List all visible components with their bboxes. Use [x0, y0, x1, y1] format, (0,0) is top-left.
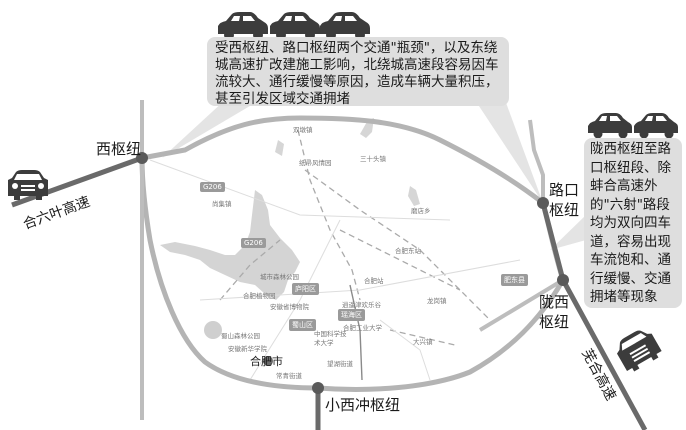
place-xiaoyaojin: 逍遥津欢乐谷: [342, 301, 381, 309]
place-modian: 磨店乡: [411, 207, 431, 215]
place-shangshu: 尚集镇: [212, 200, 232, 208]
callout-east-section: 陇西枢纽至路口枢纽段、除蚌合高速外的"六射"路段均为双向四车道，容易出现车流饱和…: [584, 138, 682, 308]
ring-road: [139, 115, 566, 392]
place-botanical: 合肥植物园: [243, 292, 276, 300]
place-hefei-station: 合肥站: [364, 277, 384, 285]
district-feidong: 肥东县: [501, 274, 528, 286]
car-icon-west: [8, 170, 48, 200]
place-daxing: 大兴镇: [413, 338, 433, 346]
place-wanghu: 望湖街道: [327, 360, 353, 368]
road-shield-g206-1: G206: [200, 182, 225, 192]
road-north-lukou: [528, 119, 545, 203]
lake-small-2: [275, 140, 284, 156]
district-yaohai: 瑶海区: [338, 309, 365, 321]
place-shushan-forest: 蜀山森林公园: [221, 332, 260, 340]
place-ustc: 中国科学技术大学: [314, 330, 347, 347]
railways: [219, 129, 491, 346]
label-west-interchange: 西枢纽: [96, 140, 142, 158]
place-shuangdun: 双墩镇: [293, 126, 313, 134]
place-longgang: 龙岗镇: [427, 297, 447, 305]
place-hefei-east-station: 合肥东站: [395, 247, 421, 255]
label-longxi-interchange: 陇西枢纽: [539, 293, 570, 331]
xiaoxichong-interchange-node: [312, 382, 324, 394]
metro-line: [349, 284, 363, 381]
car-icon-southeast: [617, 330, 662, 372]
callout-north-pointer-left: [162, 100, 260, 158]
district-luyang: 庐阳区: [292, 283, 319, 295]
minor-roads: [149, 159, 521, 381]
place-hefei-city: 合肥市: [250, 355, 283, 368]
road-shield-g206-2: G206: [241, 238, 266, 248]
place-scenic: 纸帚风情园: [299, 159, 332, 167]
place-sanshitou: 三十头镇: [360, 155, 386, 163]
lake-small-3: [408, 186, 420, 206]
callout-east-pointer: [550, 215, 586, 250]
district-shushan: 蜀山区: [289, 319, 316, 331]
callout-east-text: 陇西枢纽至路口枢纽段、除蚌合高速外的"六射"路段均为双向四车道，容易出现车流饱和…: [590, 141, 671, 305]
callout-north-bypass: 受西枢纽、路口枢纽两个交通"瓶颈"，以及东绕城高速扩改建施工影响，北绕城高速段容…: [207, 37, 509, 107]
callout-north-text: 受西枢纽、路口枢纽两个交通"瓶颈"，以及东绕城高速扩改建施工影响，北绕城高速段容…: [215, 40, 499, 107]
west-interchange-node: [136, 152, 148, 164]
place-museum: 安徽省博物院: [270, 303, 309, 311]
hefei-city-marker: [263, 356, 273, 366]
car-icons-north: [218, 12, 370, 40]
hefei-liuye-highway: [11, 155, 143, 208]
place-hfut: 合肥工业大学: [343, 324, 382, 332]
place-xinhua: 安徽新华学院: [228, 345, 267, 353]
lukou-interchange-node: [537, 197, 549, 209]
label-lukou-interchange: 路口枢纽: [549, 181, 580, 219]
dongpu-lake: [160, 190, 300, 300]
car-icons-east: [588, 113, 678, 139]
callout-north-pointer-right: [475, 100, 543, 203]
shushan-hill: [204, 321, 222, 339]
place-forest-park: 城市森林公园: [260, 273, 299, 281]
label-xiaoxichong-interchange: 小西冲枢纽: [325, 396, 401, 414]
road-west-longxi: [478, 278, 565, 332]
place-changqing: 常青街道: [276, 372, 302, 380]
longxi-interchange-node: [557, 274, 569, 286]
